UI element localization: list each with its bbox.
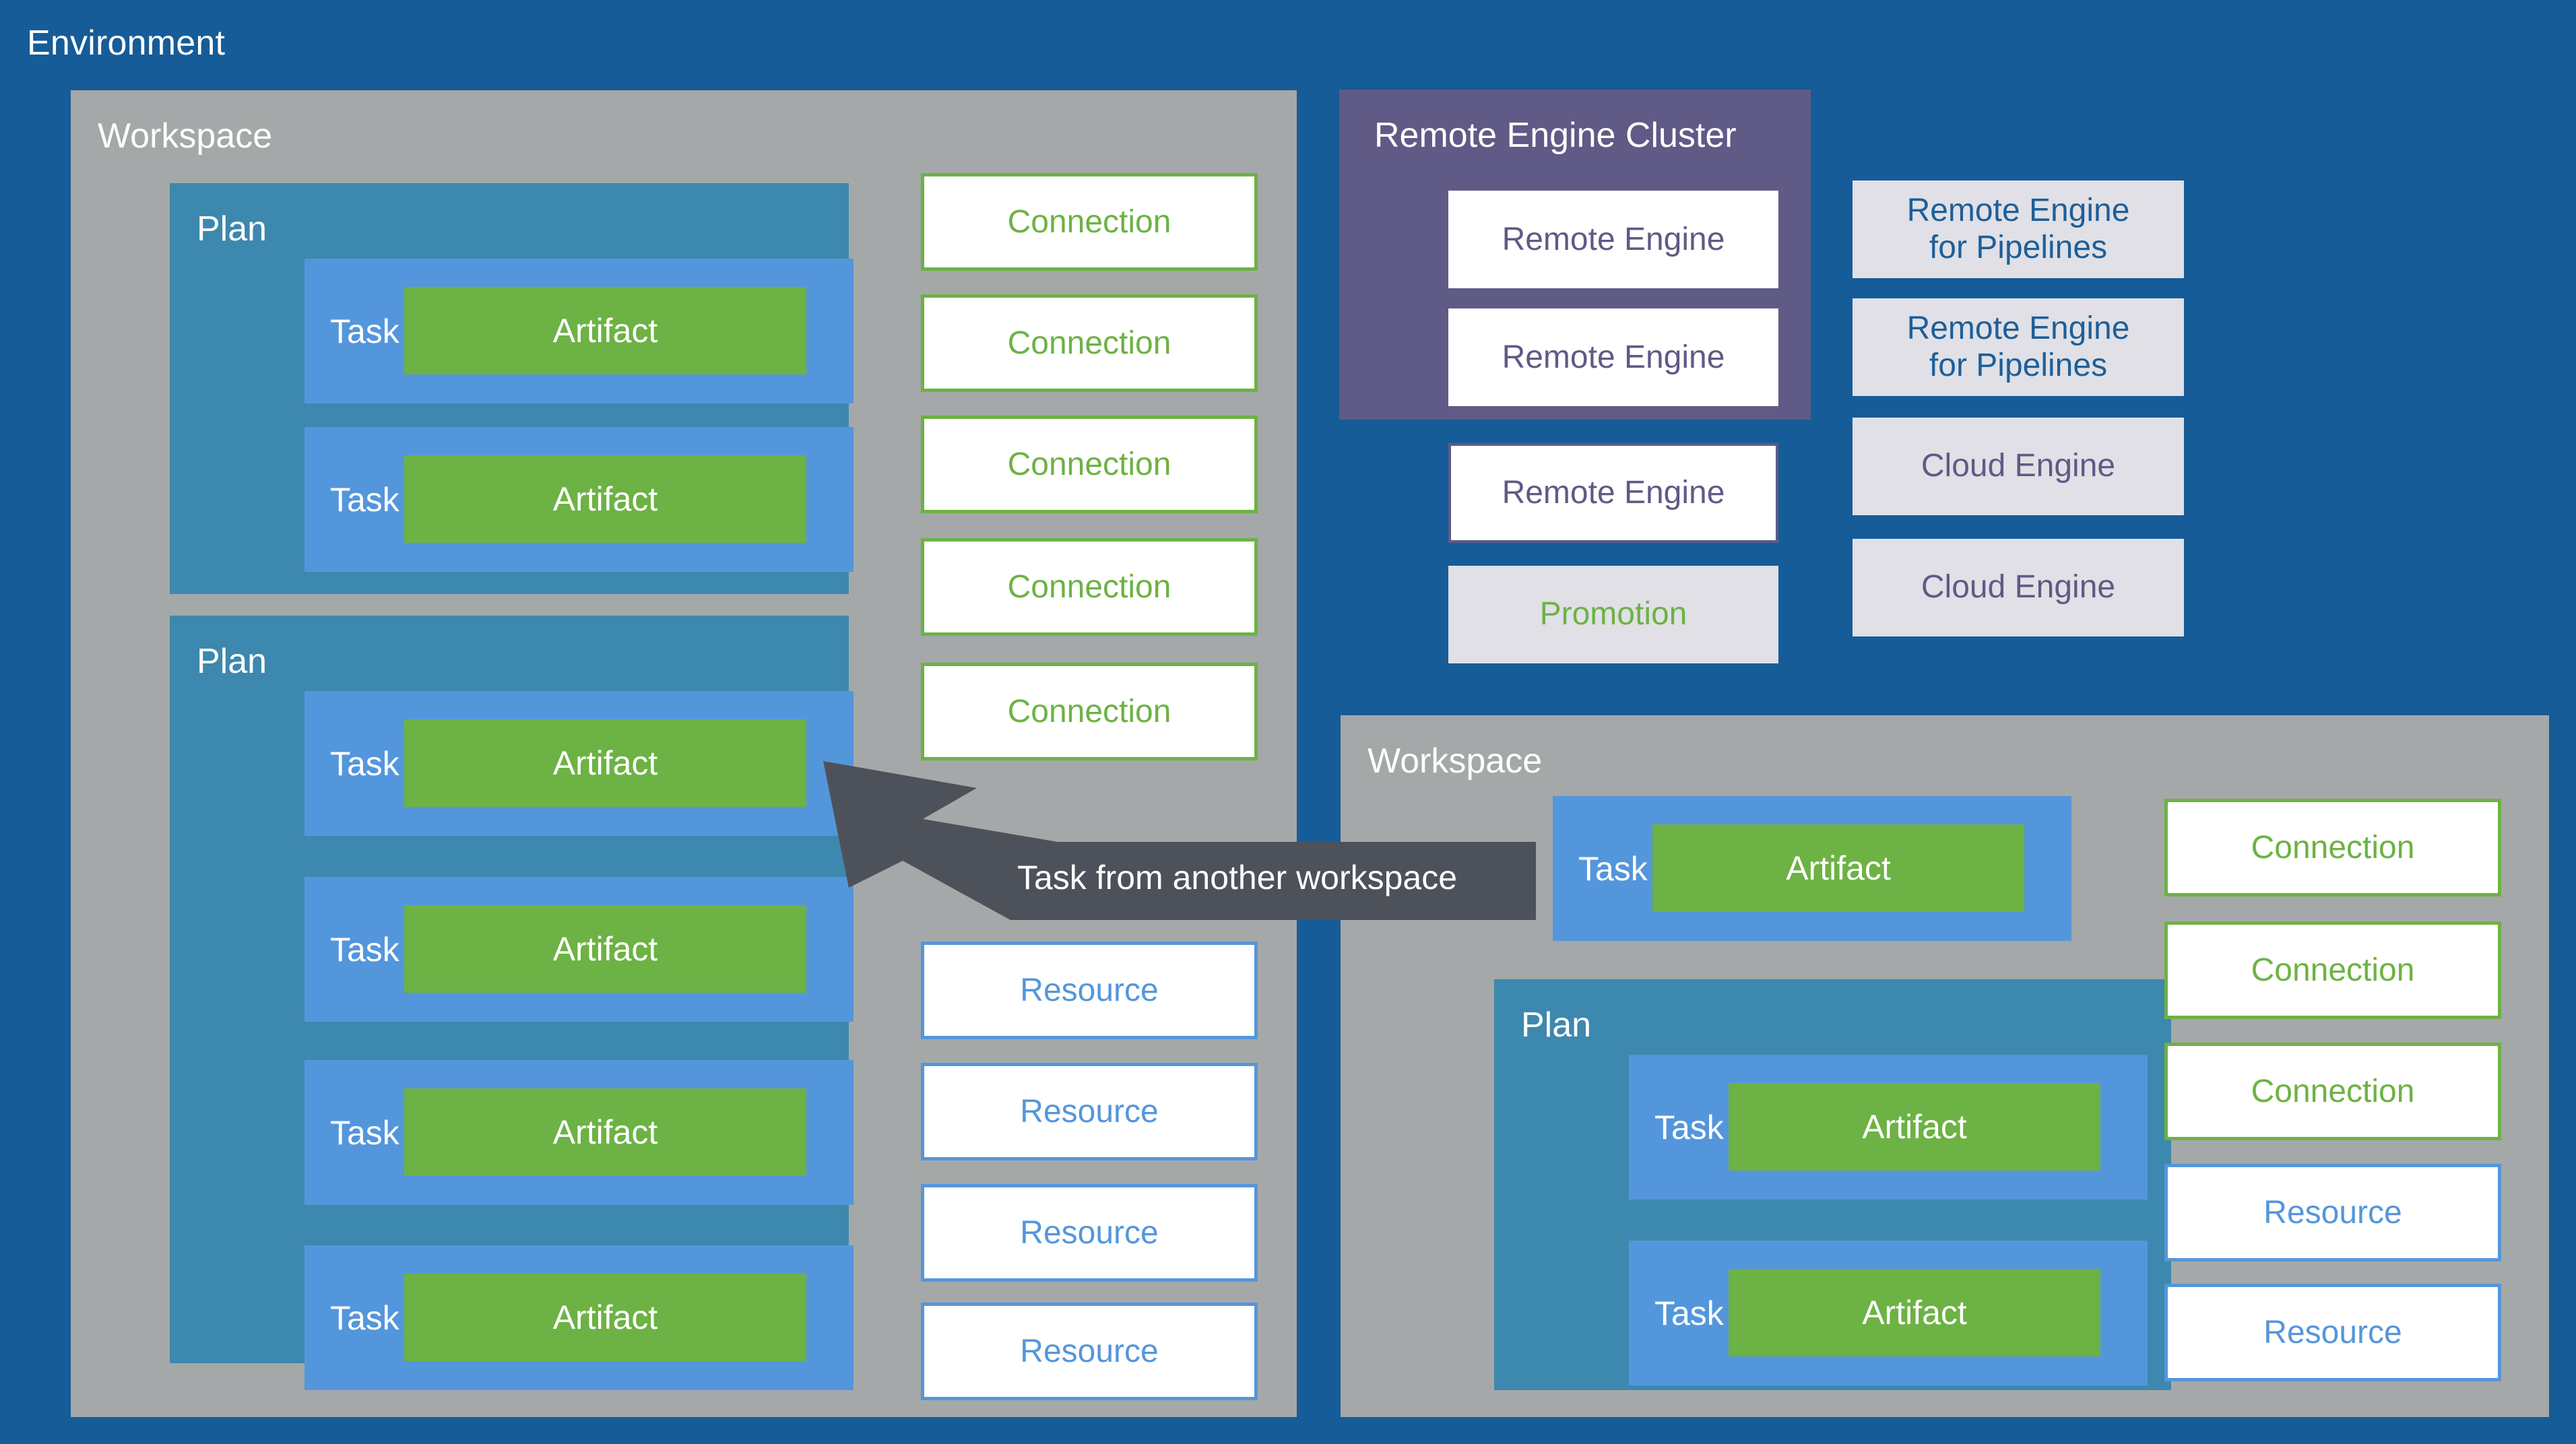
connection-card-left-4[interactable]: Connection [921,538,1258,636]
resource-label: Resource [1020,972,1159,1008]
remote-engine-label: Remote Engine [1502,339,1725,375]
engine-chip-line2: for Pipelines [1929,229,2108,265]
engine-chip-line2: for Pipelines [1929,347,2108,383]
remote-engine-cluster-title: Remote Engine Cluster [1374,116,1737,155]
engine-chip-line1: Remote Engine [1906,310,2130,346]
artifact-left-2-1: Artifact [404,719,806,807]
artifact-label: Artifact [1862,1108,1967,1146]
connection-label: Connection [2251,829,2415,865]
task-right-1-2: Task Artifact [1629,1241,2148,1385]
connection-card-left-2[interactable]: Connection [921,294,1258,392]
arrow-caption-label: Task from another workspace [1017,859,1458,896]
connection-card-left-3[interactable]: Connection [921,416,1258,513]
resource-card-right-1[interactable]: Resource [2164,1164,2501,1261]
task-label: Task [330,1113,399,1152]
task-left-2-1: Task Artifact [304,691,854,836]
task-label: Task [1654,1294,1724,1332]
connection-card-right-2[interactable]: Connection [2164,921,2501,1019]
artifact-left-2-3: Artifact [404,1088,806,1176]
plan-left-1-title: Plan [197,209,267,249]
connection-card-right-1[interactable]: Connection [2164,799,2501,896]
connection-card-left-1[interactable]: Connection [921,173,1258,271]
plan-right-1-title: Plan [1521,1006,1592,1045]
connection-card-right-3[interactable]: Connection [2164,1043,2501,1140]
remote-engine-cluster: Remote Engine Cluster Remote Engine Remo… [1339,90,1811,420]
artifact-right-1-2: Artifact [1729,1269,2100,1356]
resource-label: Resource [2263,1194,2402,1230]
task-right-1-1: Task Artifact [1629,1055,2148,1200]
engine-chip-line1: Remote Engine [1906,192,2130,228]
remote-engine-label: Remote Engine [1502,221,1725,257]
artifact-label: Artifact [552,1299,658,1336]
task-right-standalone: Task Artifact [1553,796,2071,941]
task-left-1-2: Task Artifact [304,427,854,572]
plan-left-2-title: Plan [197,642,267,681]
artifact-right-standalone: Artifact [1652,824,2024,912]
connection-label: Connection [2251,952,2415,988]
engine-chip-label: Cloud Engine [1921,448,2116,484]
resource-card-left-4[interactable]: Resource [921,1303,1258,1400]
artifact-left-2-4: Artifact [404,1274,806,1361]
connection-label: Connection [1007,325,1171,361]
task-label: Task [330,312,399,350]
environment-title: Environment [27,24,226,63]
task-left-2-3: Task Artifact [304,1060,854,1205]
plan-left-2: Plan Task Artifact Task Artifact Task Ar… [170,616,854,1390]
task-label: Task [330,744,399,783]
plan-left-1: Plan Task Artifact Task Artifact [170,183,854,594]
artifact-label: Artifact [1862,1294,1967,1332]
resource-label: Resource [1020,1093,1159,1129]
artifact-label: Artifact [1786,849,1891,887]
resource-card-left-2[interactable]: Resource [921,1063,1258,1160]
artifact-left-1-2: Artifact [404,455,806,543]
remote-engine-label: Remote Engine [1502,475,1725,511]
artifact-left-1-1: Artifact [404,287,806,374]
resource-label: Resource [2263,1314,2402,1350]
engine-chip-cloud-engine-1[interactable]: Cloud Engine [1853,418,2184,515]
task-left-2-2: Task Artifact [304,877,854,1022]
connection-label: Connection [1007,693,1171,729]
connection-card-left-5[interactable]: Connection [921,663,1258,760]
task-label: Task [1654,1108,1724,1146]
artifact-left-2-2: Artifact [404,905,806,993]
resource-card-right-2[interactable]: Resource [2164,1284,2501,1381]
resource-card-left-1[interactable]: Resource [921,942,1258,1039]
resource-card-left-3[interactable]: Resource [921,1184,1258,1282]
artifact-label: Artifact [552,312,658,350]
task-label: Task [330,480,399,519]
workspace-left-title: Workspace [98,117,273,156]
promotion-chip[interactable]: Promotion [1448,566,1778,663]
promotion-label: Promotion [1539,596,1687,632]
task-label: Task [330,1299,399,1337]
workspace-right-title: Workspace [1367,742,1543,781]
artifact-label: Artifact [552,744,658,782]
remote-engine-card-standalone[interactable]: Remote Engine [1448,443,1778,543]
resource-label: Resource [1020,1333,1159,1369]
remote-engine-card-2[interactable]: Remote Engine [1448,308,1778,406]
connection-label: Connection [1007,446,1171,482]
artifact-label: Artifact [552,930,658,968]
resource-label: Resource [1020,1214,1159,1251]
workspace-left: Workspace Plan Task Artifact Task Artifa… [71,90,1297,1417]
task-label: Task [1578,849,1648,888]
artifact-label: Artifact [552,1113,658,1151]
task-label: Task [330,930,399,969]
workspace-right: Workspace Task Artifact Plan Task Artifa… [1341,715,2549,1417]
task-left-1-1: Task Artifact [304,259,854,403]
artifact-right-1-1: Artifact [1729,1083,2100,1171]
remote-engine-card-1[interactable]: Remote Engine [1448,191,1778,288]
plan-right-1: Plan Task Artifact Task Artifact [1494,979,2171,1390]
connection-label: Connection [1007,568,1171,605]
connection-label: Connection [1007,203,1171,240]
connection-label: Connection [2251,1073,2415,1109]
engine-chip-label: Cloud Engine [1921,569,2116,605]
task-left-2-4: Task Artifact [304,1245,854,1390]
artifact-label: Artifact [552,480,658,518]
engine-chip-cloud-engine-2[interactable]: Cloud Engine [1853,539,2184,636]
